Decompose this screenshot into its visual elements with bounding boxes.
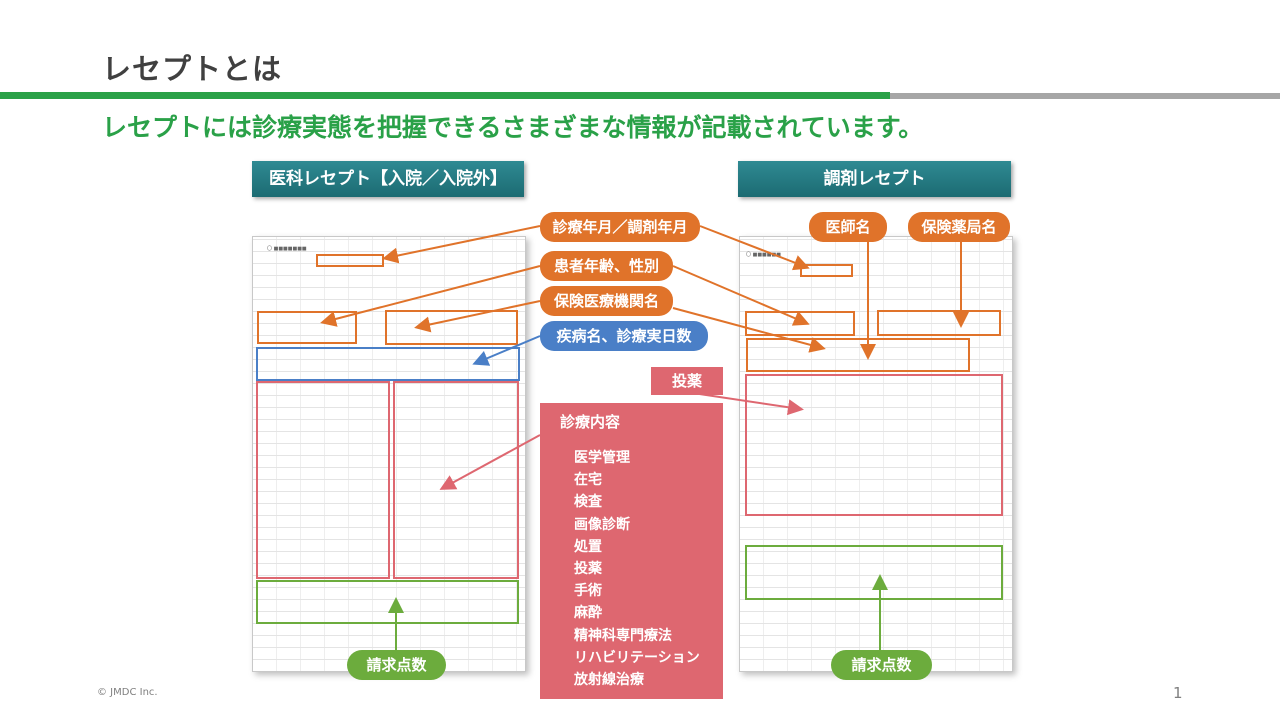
- copyright: © JMDC Inc.: [97, 687, 158, 698]
- right-date-box: [800, 264, 853, 277]
- left-treatment-box-a: [256, 381, 390, 579]
- right-claim-box: [745, 545, 1003, 600]
- treatment-content-box: 診療内容 医学管理 在宅 検査 画像診断 処置 投薬 手術 麻酔 精神科専門療法…: [540, 403, 723, 699]
- left-institution-box: [385, 310, 518, 345]
- treatment-item: 画像診断: [574, 516, 630, 533]
- left-claim-box: [256, 580, 519, 624]
- treatment-item: 在宅: [574, 472, 602, 489]
- dispensing-receipt-header: 調剤レセプト: [738, 161, 1011, 197]
- right-dispensing-box: [745, 374, 1003, 516]
- left-patient-box: [257, 311, 357, 344]
- callout-patient: 患者年齢、性別: [540, 251, 673, 281]
- left-treatment-box-b: [393, 381, 519, 579]
- right-pharmacy-box: [877, 310, 1001, 336]
- callout-claim-right: 請求点数: [831, 650, 932, 680]
- treatment-item: 放射線治療: [574, 672, 644, 689]
- callout-pharmacy: 保険薬局名: [908, 212, 1010, 242]
- treatment-item: 精神科専門療法: [574, 627, 672, 644]
- form-heading-mock-right: 〇 ■■■■■■: [746, 252, 781, 258]
- form-heading-mock: 〇 ■■■■■■■: [267, 246, 307, 252]
- page-title: レセプトとは: [102, 52, 283, 86]
- medical-receipt-header: 医科レセプト【入院／入院外】: [252, 161, 524, 197]
- treatment-item: 投薬: [574, 561, 602, 578]
- callout-dispensing: 投薬: [651, 367, 723, 395]
- treatment-title: 診療内容: [560, 413, 621, 431]
- right-institution-box: [746, 338, 970, 372]
- callout-doctor: 医師名: [809, 212, 887, 242]
- page-subtitle: レセプトには診療実態を把握できるさまざまな情報が記載されています。: [102, 113, 924, 142]
- left-disease-box: [256, 347, 520, 381]
- treatment-item: リハビリテーション: [574, 649, 700, 666]
- title-underline-green: [0, 92, 890, 99]
- title-underline-gray: [890, 93, 1280, 99]
- callout-date: 診療年月／調剤年月: [540, 212, 700, 242]
- page-number: 1: [1173, 684, 1183, 702]
- callout-institution: 保険医療機関名: [540, 286, 673, 316]
- treatment-item: 医学管理: [574, 450, 630, 466]
- treatment-item: 麻酔: [574, 605, 602, 622]
- treatment-item: 処置: [574, 538, 602, 555]
- treatment-item: 手術: [574, 583, 602, 600]
- callout-claim-left: 請求点数: [347, 650, 446, 680]
- treatment-list: 医学管理 在宅 検査 画像診断 処置 投薬 手術 麻酔 精神科専門療法 リハビリ…: [574, 447, 700, 691]
- callout-disease: 疾病名、診療実日数: [540, 321, 708, 351]
- treatment-item: 検査: [574, 494, 602, 511]
